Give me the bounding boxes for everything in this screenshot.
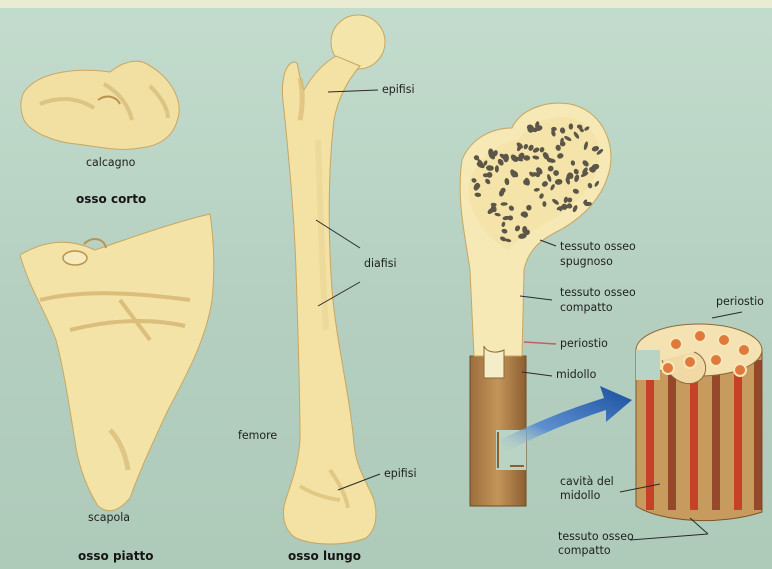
spongy-dot bbox=[569, 123, 573, 129]
compact-bone-label-2: compatto bbox=[560, 302, 613, 315]
spongy-dot bbox=[503, 154, 509, 163]
epiphysis-bottom-label: epifisi bbox=[384, 468, 417, 481]
compact-bone-bottom-label-2: compatto bbox=[558, 545, 611, 558]
short-bone-caption: osso corto bbox=[76, 193, 146, 206]
long-bone-caption: osso lungo bbox=[288, 550, 361, 563]
femur-label: femore bbox=[238, 430, 277, 443]
osteon bbox=[670, 338, 682, 350]
periosteum-right-label: periostio bbox=[716, 296, 764, 309]
compact-bone-bottom-label-1: tessuto osseo bbox=[558, 531, 634, 544]
calcaneus-label: calcagno bbox=[86, 157, 135, 170]
diaphysis-label: diafisi bbox=[364, 258, 397, 271]
osteon bbox=[662, 362, 674, 374]
spongy-bone-label-1: tessuto osseo bbox=[560, 241, 636, 254]
lamella-stripe bbox=[668, 360, 676, 510]
osteon bbox=[694, 330, 706, 342]
periosteum-label: periostio bbox=[560, 338, 608, 351]
lamella-stripe bbox=[734, 360, 742, 510]
compact-bone-label-1: tessuto osseo bbox=[560, 287, 636, 300]
scapula-label: scapola bbox=[88, 512, 130, 525]
spongy-bone-label-2: spugnoso bbox=[560, 256, 613, 269]
osteon bbox=[734, 364, 746, 376]
scapula-bone bbox=[20, 214, 214, 511]
lamella-stripe bbox=[646, 360, 654, 510]
osteon bbox=[738, 344, 750, 356]
marrow-cavity-label-2: midollo bbox=[560, 490, 600, 503]
marrow-label: midollo bbox=[556, 369, 596, 382]
osteon bbox=[710, 354, 722, 366]
lamella-stripe bbox=[754, 360, 762, 510]
marrow-cavity-label-1: cavità del bbox=[560, 476, 614, 489]
osteon bbox=[684, 356, 696, 368]
osteon bbox=[718, 334, 730, 346]
epiphysis-top-label: epifisi bbox=[382, 84, 415, 97]
calcaneus-bone bbox=[21, 61, 179, 149]
compact-bone-cylinder bbox=[620, 312, 762, 540]
femur-bone bbox=[282, 15, 385, 544]
flat-bone-caption: osso piatto bbox=[78, 550, 153, 563]
lamella-stripe bbox=[712, 360, 720, 510]
